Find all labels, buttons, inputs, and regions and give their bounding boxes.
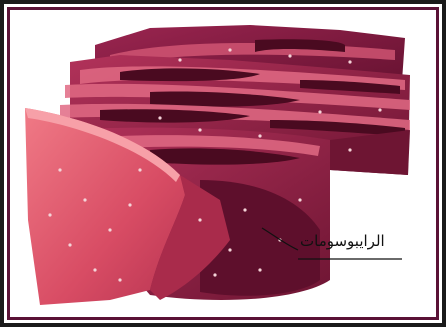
ribosomes-label: الرايبوسومات xyxy=(300,232,385,250)
